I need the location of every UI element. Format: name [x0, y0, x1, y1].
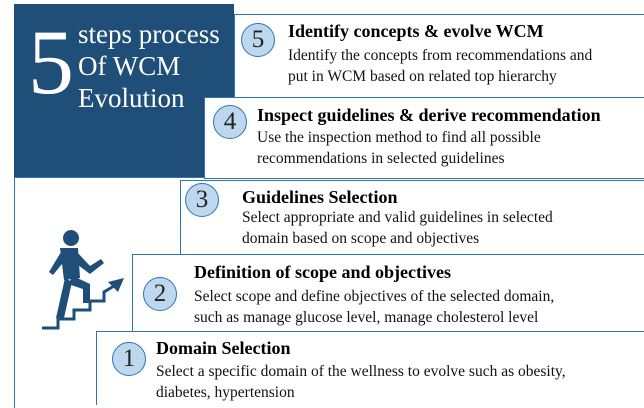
title-line-1: steps process: [78, 19, 220, 49]
step-2-title: Definition of scope and objectives: [194, 262, 451, 282]
step-4-number-circle: 4: [213, 105, 247, 139]
step-5-title: Identify concepts & evolve WCM: [288, 21, 544, 41]
step-1-number-circle: 1: [112, 342, 146, 376]
step-2-desc-line-1: Select scope and define objectives of th…: [194, 288, 555, 305]
step-1-title: Domain Selection: [156, 338, 291, 358]
step-3-desc-line-2: domain based on scope and objectives: [242, 230, 480, 247]
step-4-title: Inspect guidelines & derive recommendati…: [257, 105, 601, 125]
step-2-desc-line-2: such as manage glucose level, manage cho…: [194, 309, 539, 326]
step-2-box: 2 Definition of scope and objectives Sel…: [132, 254, 644, 332]
step-4-box: 4 Inspect guidelines & derive recommenda…: [204, 97, 644, 179]
step-4-desc-line-1: Use the inspection method to find all po…: [257, 129, 541, 146]
step-5-description: Identify the concepts from recommendatio…: [288, 45, 592, 87]
step-3-box: 3 Guidelines Selection Select appropriat…: [180, 180, 644, 256]
step-2-number-circle: 2: [143, 277, 177, 311]
step-3-title: Guidelines Selection: [242, 187, 398, 207]
step-2-description: Select scope and define objectives of th…: [194, 286, 554, 328]
step-1-description: Select a specific domain of the wellness…: [156, 361, 566, 403]
step-1-box: 1 Domain Selection Select a specific dom…: [96, 331, 644, 405]
step-5-box: 5 Identify concepts & evolve WCM Identif…: [234, 14, 644, 98]
step-5-desc-line-1: Identify the concepts from recommendatio…: [288, 47, 593, 64]
step-5-number-circle: 5: [241, 23, 275, 57]
step-5-desc-line-2: put in WCM based on related top hierarch…: [288, 68, 557, 85]
step-1-desc-line-1: Select a specific domain of the wellness…: [156, 363, 566, 380]
title-block: 5 steps process Of WCM Evolution: [14, 4, 234, 177]
step-3-desc-line-1: Select appropriate and valid guidelines …: [242, 209, 553, 226]
title-number: 5: [28, 11, 74, 113]
step-1-desc-line-2: diabetes, hypertension: [156, 384, 295, 401]
title-text: steps process Of WCM Evolution: [78, 18, 220, 114]
title-line-2: Of WCM: [78, 51, 181, 81]
step-4-desc-line-2: recommendations in selected guidelines: [257, 150, 505, 167]
title-line-3: Evolution: [78, 83, 185, 113]
step-3-number-circle: 3: [185, 183, 219, 217]
step-3-description: Select appropriate and valid guidelines …: [242, 207, 553, 249]
step-4-description: Use the inspection method to find all po…: [257, 127, 541, 169]
person-climbing-stairs-icon: [42, 230, 124, 330]
